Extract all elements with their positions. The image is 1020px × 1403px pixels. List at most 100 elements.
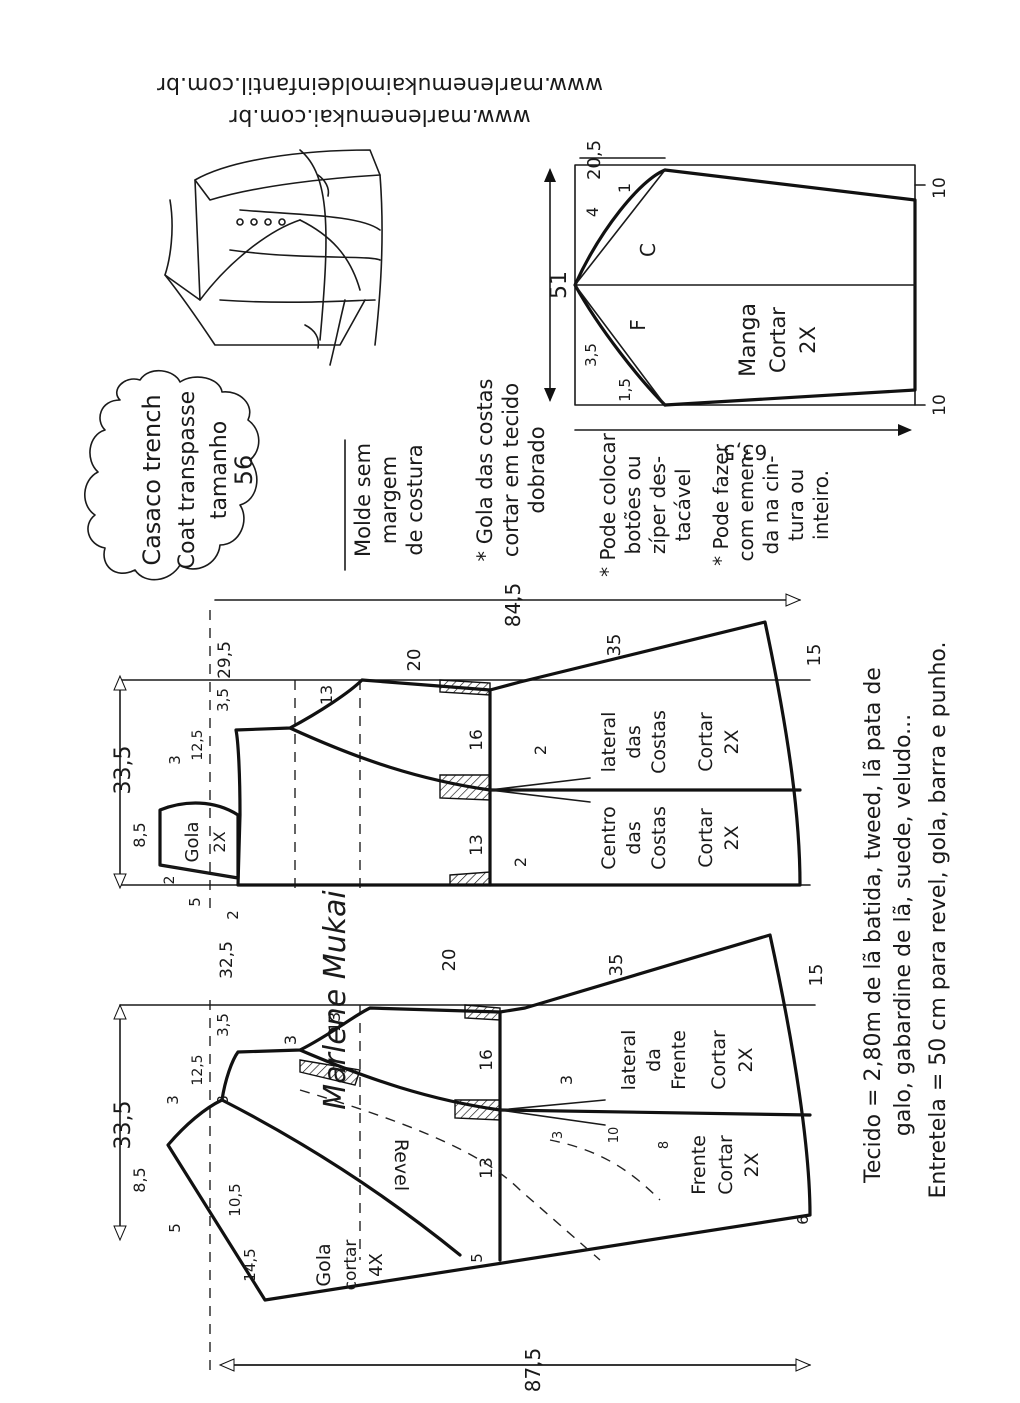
label-notes-molde-2: de costura bbox=[403, 444, 427, 555]
label-notes-molde-1: margem bbox=[377, 456, 401, 544]
label-back-dims-d20: 20 bbox=[404, 649, 425, 672]
note-molde: Molde sem margem de costura bbox=[344, 439, 427, 571]
label-sleeve-dims-d15: 1,5 bbox=[616, 378, 634, 402]
front-collar-label: Gola bbox=[313, 1243, 335, 1286]
label-back-dims-d3: 3 bbox=[166, 755, 184, 765]
front-length: 87,5 bbox=[521, 1348, 545, 1393]
label-notes-gola-0: * Gola das costas bbox=[473, 379, 497, 562]
label-back-side-cut: Cortar bbox=[695, 712, 717, 772]
label-front-dims-d145: 14,5 bbox=[241, 1248, 259, 1281]
sleeve-right-bottom-dim: 10 bbox=[930, 394, 950, 416]
label-back-dims-d13b: 13 bbox=[467, 834, 487, 856]
label-front-dims-d125: 12,5 bbox=[190, 1054, 206, 1085]
label-front-dims-d5b: 5 bbox=[468, 1253, 486, 1263]
label-notes-cinto-0: * Pode fazer bbox=[709, 443, 733, 565]
label-back-gola-d2b: 2 bbox=[224, 910, 242, 920]
label-notes-gola-2: dobrado bbox=[525, 426, 549, 513]
label-front-dims-d6: 6 bbox=[794, 1215, 812, 1225]
label-front-side-l2: da bbox=[643, 1048, 665, 1072]
label-back-dims-d295: 29,5 bbox=[215, 641, 235, 679]
label-front-gola-qty: 4X bbox=[366, 1253, 387, 1277]
label-back-center-qty: 2X bbox=[721, 825, 743, 850]
website-url-2[interactable]: www.marlenemukaimoldeinfantil.com.br bbox=[156, 72, 603, 97]
back-side-label-1: lateral bbox=[598, 712, 620, 773]
label-front-dims-d5a: 5 bbox=[166, 1223, 184, 1233]
label-back-side-qty: 2X bbox=[721, 729, 743, 754]
label-front-dims-d3b: 3 bbox=[214, 1095, 232, 1105]
website-url-1[interactable]: www.marlenemukai.com.br bbox=[228, 104, 530, 129]
label-front-dims-d85: 8,5 bbox=[130, 1167, 149, 1192]
label-back-dims-dart2b: 2 bbox=[511, 857, 530, 867]
sleeve-name: Manga bbox=[736, 303, 761, 377]
label-back-gola-d85: 8,5 bbox=[130, 822, 149, 847]
title-line-3: tamanho bbox=[207, 421, 232, 519]
label-back-dims-d16: 16 bbox=[467, 729, 487, 751]
note-botoes: * Pode colocar botões ou zíper des- tacá… bbox=[596, 432, 695, 577]
label-back-gola-qty: 2X bbox=[210, 831, 229, 852]
label-front-dims-d3a: 3 bbox=[164, 1095, 182, 1105]
label-front-dims-d3e: 3 bbox=[551, 1131, 566, 1139]
label-front-main-cut: Cortar bbox=[715, 1135, 737, 1195]
label-back-dims-d35s: 3,5 bbox=[214, 688, 232, 712]
label-front-dims-d3d: 3 bbox=[557, 1075, 576, 1085]
label-back-center-l3: Costas bbox=[648, 806, 670, 870]
label-notes-botoes-3: tacável bbox=[671, 468, 695, 541]
sleeve-letter-f: F bbox=[626, 319, 650, 331]
sleeve-length: 51 bbox=[547, 271, 572, 299]
label-sleeve-cut: Cortar bbox=[766, 307, 790, 373]
note-cinto: * Pode fazer com emen- da na cin- tura o… bbox=[709, 443, 833, 565]
label-notes-botoes-2: zíper des- bbox=[646, 456, 670, 554]
label-sleeve-dims-d1: 1 bbox=[615, 183, 634, 193]
label-back-gola-d5: 5 bbox=[186, 897, 204, 907]
sleeve-letter-c: C bbox=[636, 243, 660, 257]
label-back-center-cut: Cortar bbox=[695, 808, 717, 868]
trench-coat-sketch bbox=[164, 149, 383, 366]
note-gola-costas: * Gola das costas cortar em tecido dobra… bbox=[473, 379, 549, 562]
back-top-width: 33,5 bbox=[111, 746, 136, 795]
label-notes-cinto-1: com emen- bbox=[734, 448, 758, 561]
title-line-1: Casaco trench bbox=[138, 394, 166, 565]
label-front-dims-d35s: 3,5 bbox=[214, 1013, 232, 1037]
label-front-gola-cut: cortar bbox=[341, 1240, 361, 1291]
label-back-gola-d2a: 2 bbox=[162, 876, 178, 885]
label-front-dims-d10: 10 bbox=[607, 1127, 622, 1144]
materials-line-3: Entretela = 50 cm para revel, gola, barr… bbox=[926, 642, 951, 1199]
back-collar-label: Gola bbox=[182, 822, 203, 863]
materials-notes: Tecido = 2,80m de lã batida, tweed, lã p… bbox=[861, 642, 951, 1199]
label-back-dims-d35: 35 bbox=[604, 634, 625, 657]
label-sleeve-dims-d35: 3,5 bbox=[582, 343, 600, 367]
front-main-label: Frente bbox=[688, 1135, 710, 1195]
label-notes-molde-0: Molde sem bbox=[351, 443, 375, 557]
materials-line-1: Tecido = 2,80m de lã batida, tweed, lã p… bbox=[861, 667, 886, 1184]
label-back-side-l2: das bbox=[623, 725, 645, 759]
label-front-dims-d35: 35 bbox=[606, 954, 627, 977]
title-size: 56 bbox=[230, 455, 258, 486]
label-sleeve-qty: 2X bbox=[796, 326, 820, 354]
label-front-dims-d13a: 13 bbox=[325, 1012, 344, 1032]
label-back-dims-d125: 12,5 bbox=[190, 729, 206, 760]
label-back-side-l3: Costas bbox=[648, 710, 670, 774]
label-front-side-cut: Cortar bbox=[708, 1030, 730, 1090]
label-back-center-l2: das bbox=[623, 821, 645, 855]
label-front-main-qty: 2X bbox=[741, 1152, 763, 1177]
label-front-dims-d16: 16 bbox=[477, 1049, 497, 1071]
label-sleeve-dims-d4: 4 bbox=[583, 207, 602, 217]
label-back-dims-d15: 15 bbox=[804, 644, 825, 667]
label-front-dims-d105: 10,5 bbox=[226, 1183, 244, 1216]
label-front-side-qty: 2X bbox=[735, 1047, 757, 1072]
back-pieces: 33,5 84,5 Gola 2X 8,5 2 5 2 29,5 20 35 1… bbox=[111, 583, 825, 920]
front-top-width: 33,5 bbox=[111, 1101, 136, 1150]
front-side-label-1: lateral bbox=[618, 1030, 640, 1091]
back-center-label-1: Centro bbox=[598, 806, 620, 869]
label-notes-cinto-3: tura ou bbox=[784, 469, 808, 541]
label-front-dims-d13b: 13 bbox=[477, 1157, 497, 1179]
back-length: 84,5 bbox=[501, 583, 525, 628]
label-notes-gola-1: cortar em tecido bbox=[499, 383, 523, 557]
label-notes-botoes-0: * Pode colocar bbox=[596, 432, 620, 577]
revel-label: Revel bbox=[390, 1139, 412, 1191]
label-front-dims-d20: 20 bbox=[439, 949, 460, 972]
label-front-dims-d8: 8 bbox=[657, 1141, 672, 1149]
label-front-dims-d325: 32,5 bbox=[217, 941, 237, 979]
